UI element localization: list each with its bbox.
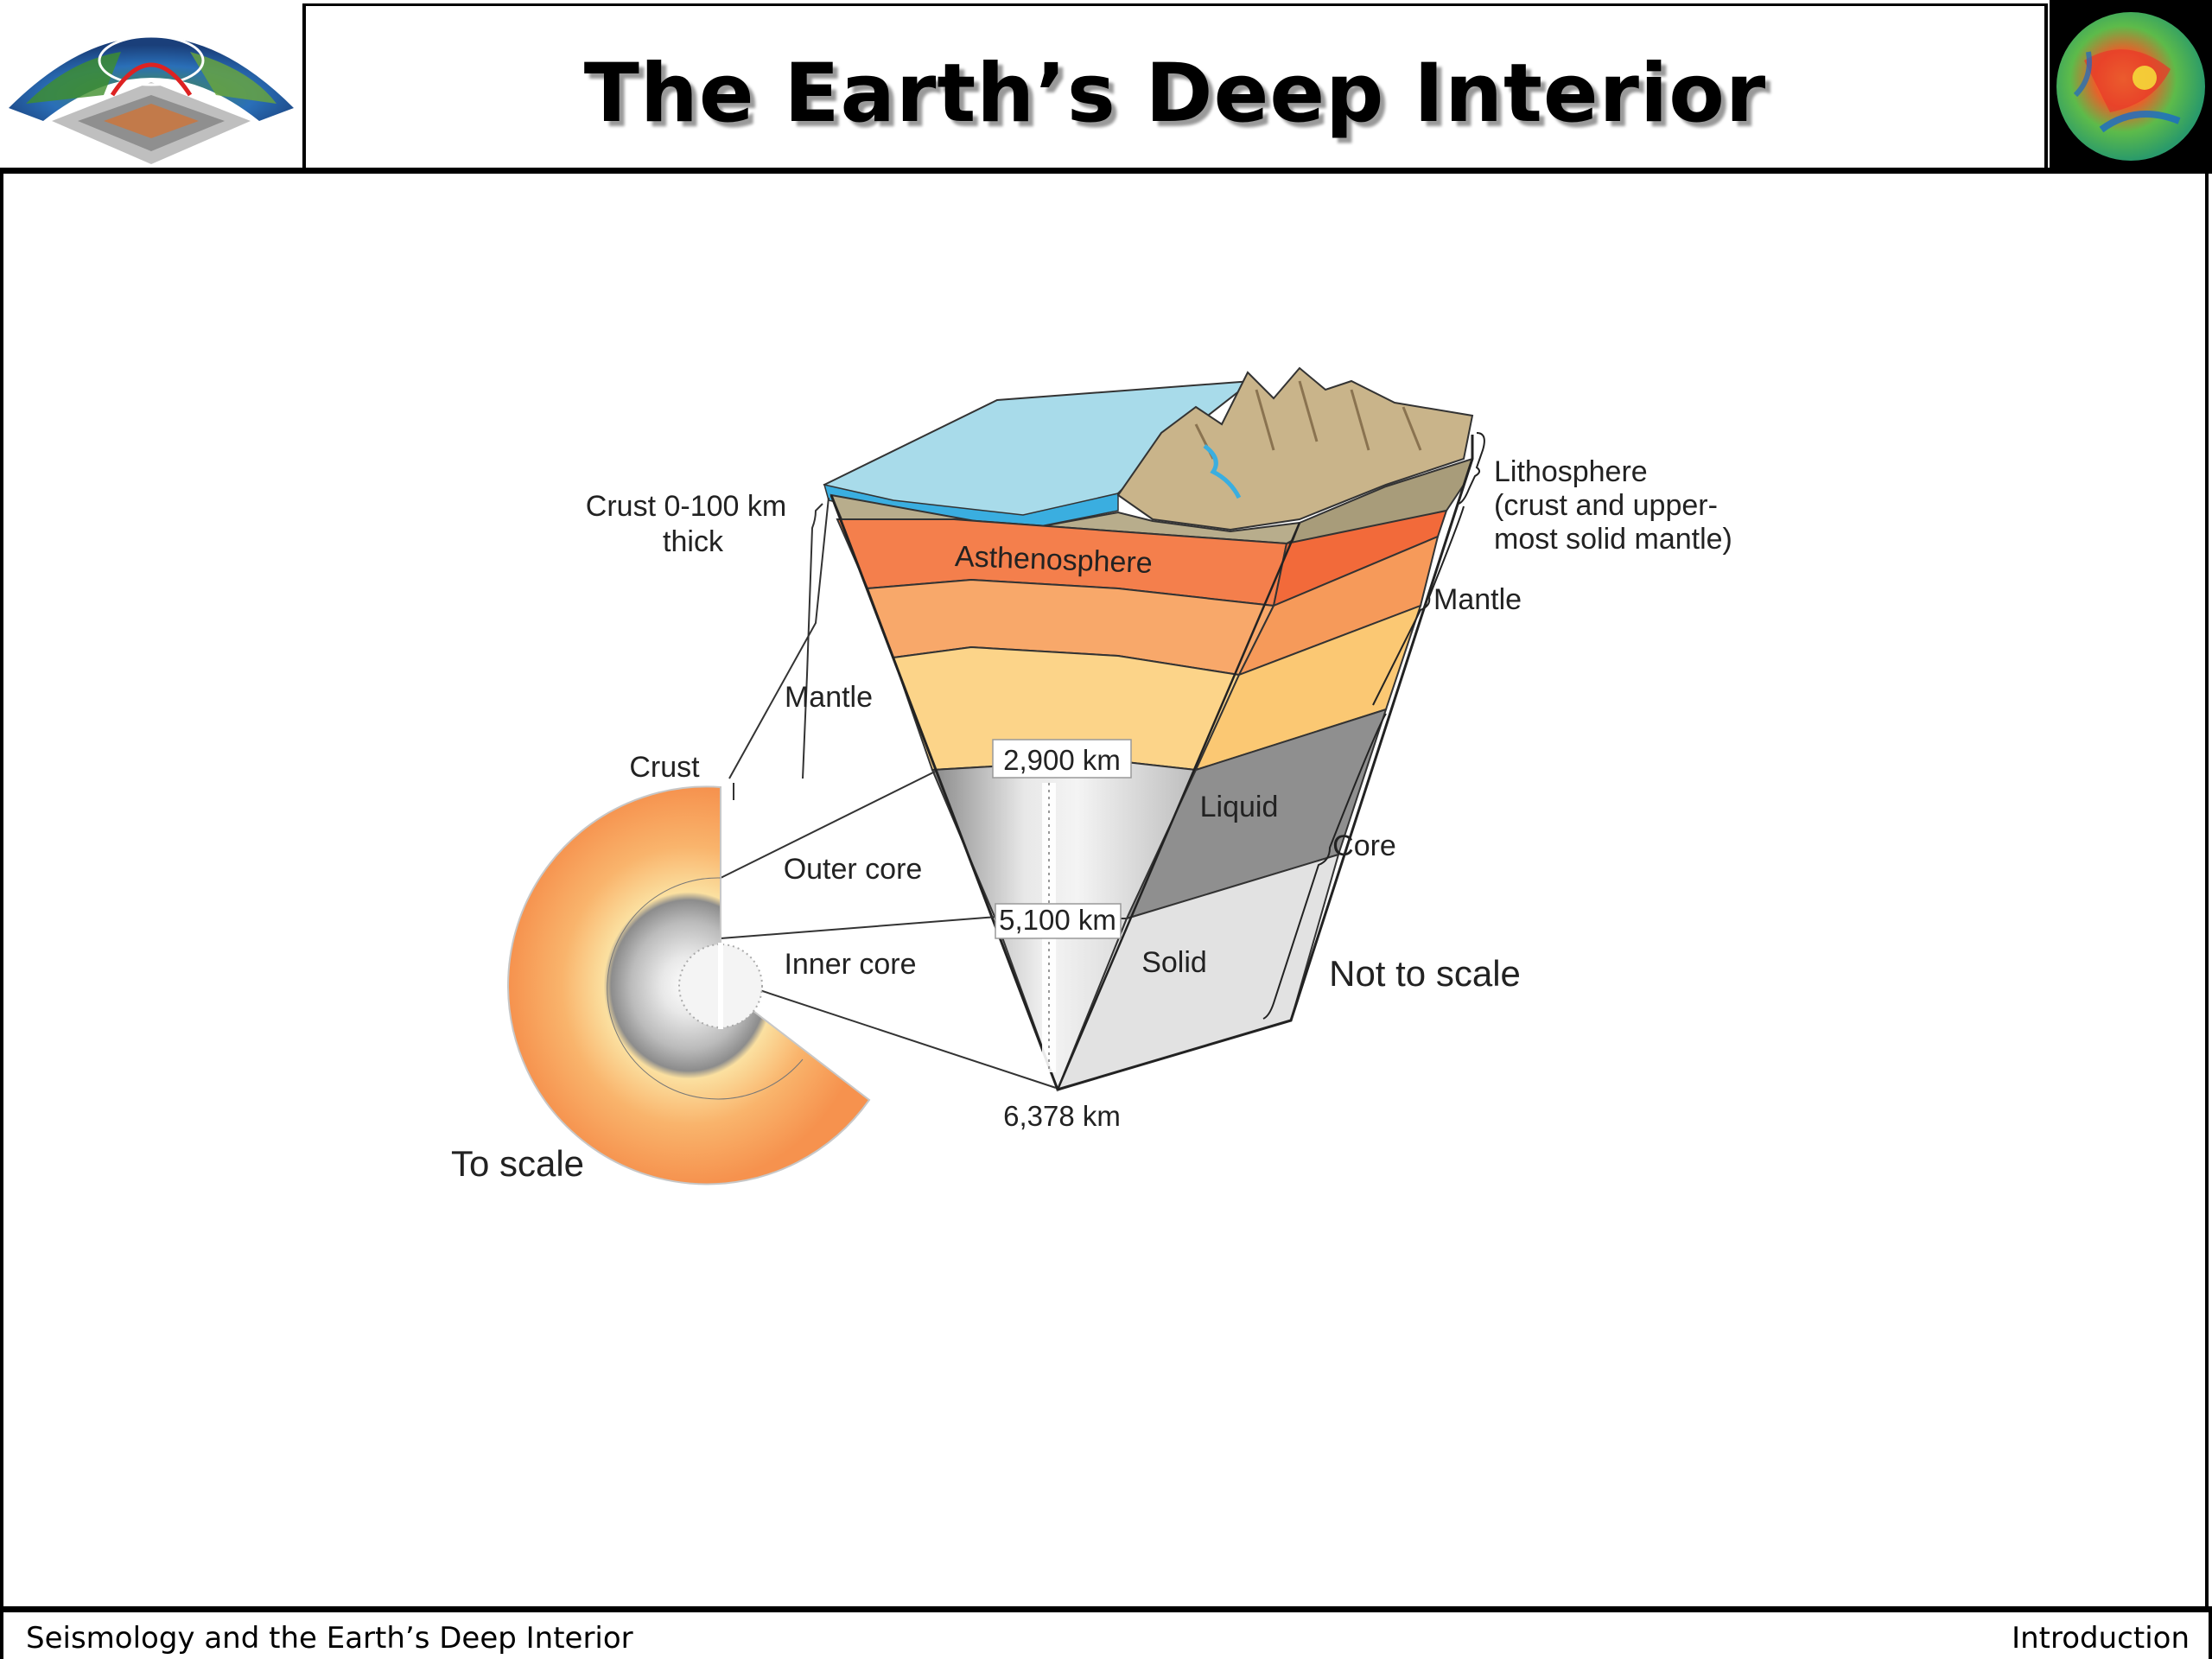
label-depth-6378: 6,378 km (1003, 1100, 1121, 1132)
label-crust-thickness-2: thick (663, 525, 724, 558)
label-core: Core (1332, 830, 1396, 862)
label-liquid: Liquid (1200, 791, 1279, 823)
label-asthenosphere: Asthenosphere (954, 540, 1153, 580)
content-area: Crust 0-100 km thick Lithosphere (crust … (0, 174, 2209, 1606)
label-lithosphere: Lithosphere (1494, 455, 1648, 488)
label-mantle-right: Mantle (1433, 583, 1522, 616)
slide-title: The Earth’s Deep Interior (583, 47, 1767, 141)
footer-section: Introduction (2012, 1621, 2190, 1656)
mantle-bracket (1372, 505, 1465, 706)
label-inner-core: Inner core (784, 948, 916, 981)
core-bracket (1262, 713, 1387, 1020)
footer-course-title: Seismology and the Earth’s Deep Interior (26, 1621, 633, 1656)
label-to-scale: To scale (451, 1143, 584, 1184)
header-divider (0, 168, 2212, 174)
tomography-globe-icon (2050, 0, 2212, 168)
label-mantle-left: Mantle (785, 681, 873, 714)
footer-divider (0, 1606, 2212, 1612)
seismic-globe-cutaway-icon (0, 0, 302, 168)
river (1203, 444, 1242, 499)
land-surface (1116, 366, 1474, 531)
footer-bar: Seismology and the Earth’s Deep Interior… (0, 1612, 2212, 1659)
label-not-to-scale: Not to scale (1329, 953, 1521, 994)
crust-leader (728, 497, 830, 800)
inner-core-leader-bottom (720, 976, 1057, 1089)
title-bar: The Earth’s Deep Interior (302, 3, 2048, 168)
label-crust-thickness: Crust 0-100 km (586, 490, 786, 523)
earth-interior-diagram: Crust 0-100 km thick Lithosphere (crust … (451, 366, 1732, 1185)
label-solid: Solid (1141, 946, 1207, 979)
label-outer-core: Outer core (784, 853, 923, 886)
label-lithosphere-3: most solid mantle) (1494, 523, 1732, 556)
lithosphere-bracket (1458, 432, 1485, 505)
label-lithosphere-2: (crust and upper- (1494, 489, 1718, 522)
label-depth-5100: 5,100 km (999, 904, 1116, 936)
label-crust: Crust (629, 751, 700, 784)
crust-bracket (802, 503, 823, 779)
inner-core-leader-top (720, 916, 998, 939)
outer-core-leader (720, 771, 936, 879)
label-depth-2900: 2,900 km (1003, 744, 1121, 776)
